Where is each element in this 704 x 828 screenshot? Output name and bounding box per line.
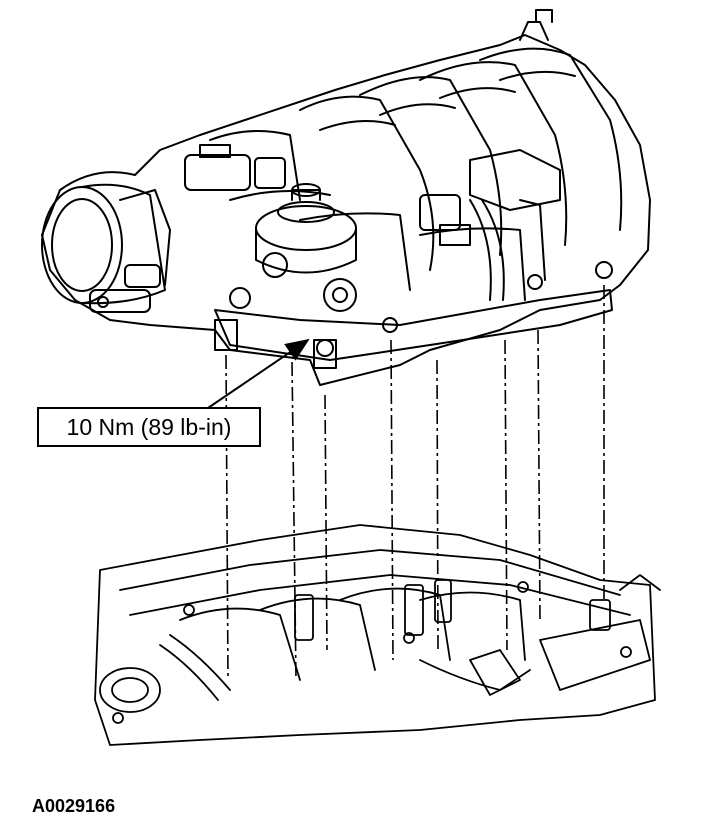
figure-id-label: A0029166: [32, 796, 116, 816]
alignment-lines: [225, 285, 605, 681]
fuel-injectors: [294, 579, 611, 641]
flange-bolt-bosses: [214, 261, 613, 369]
torque-spec-label: 10 Nm (89 lb-in): [66, 413, 232, 440]
torque-spec-callout: 10 Nm (89 lb-in): [37, 407, 261, 447]
manifold-sensors: [184, 144, 505, 312]
upper-intake-manifold: [41, 9, 651, 386]
lower-engine-assembly: [94, 524, 661, 746]
torque-callout-arrow: [207, 338, 310, 409]
throttle-body: [41, 183, 171, 313]
egr-valve: [255, 183, 357, 274]
